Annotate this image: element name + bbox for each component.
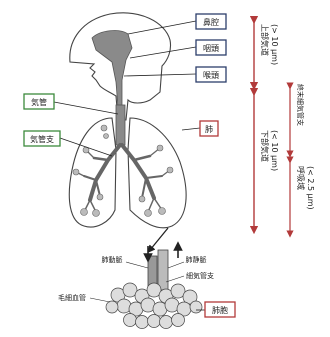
label-lung: 肺: [205, 125, 213, 134]
label-pharynx: 咽頭: [203, 44, 219, 53]
upper-airway-shape: [92, 31, 132, 108]
trachea-tube: [116, 105, 125, 145]
right-lung-outline: [128, 118, 186, 228]
region-upper-airway: 上部気道: [260, 24, 270, 56]
bronchial-tree: [76, 145, 170, 212]
label-capillary: 毛細血管: [58, 293, 86, 302]
label-pulmonary-vein: 肺静脈: [186, 255, 207, 264]
label-nasal: 鼻腔: [203, 17, 219, 27]
region-upper-size: (> 10 μm): [270, 24, 279, 65]
region-terminal-bronchiole: 終末細気管支: [296, 84, 305, 126]
label-bronchiole: 細気管支: [186, 271, 214, 280]
label-alveoli: 肺胞: [212, 305, 228, 315]
label-bronchi: 気管支: [30, 134, 54, 144]
label-larynx: 喉頭: [203, 70, 219, 80]
region-respiratory: 呼吸域: [296, 166, 306, 190]
region-lower-airway: 下部気道: [260, 130, 270, 162]
label-trachea: 気管: [31, 97, 47, 107]
zoom-arrow: [150, 228, 168, 250]
region-respiratory-size: (< 2.5 μm): [306, 166, 315, 210]
region-lower-size: (< 10 μm): [270, 130, 279, 171]
label-pulmonary-artery: 肺動脈: [102, 255, 123, 264]
